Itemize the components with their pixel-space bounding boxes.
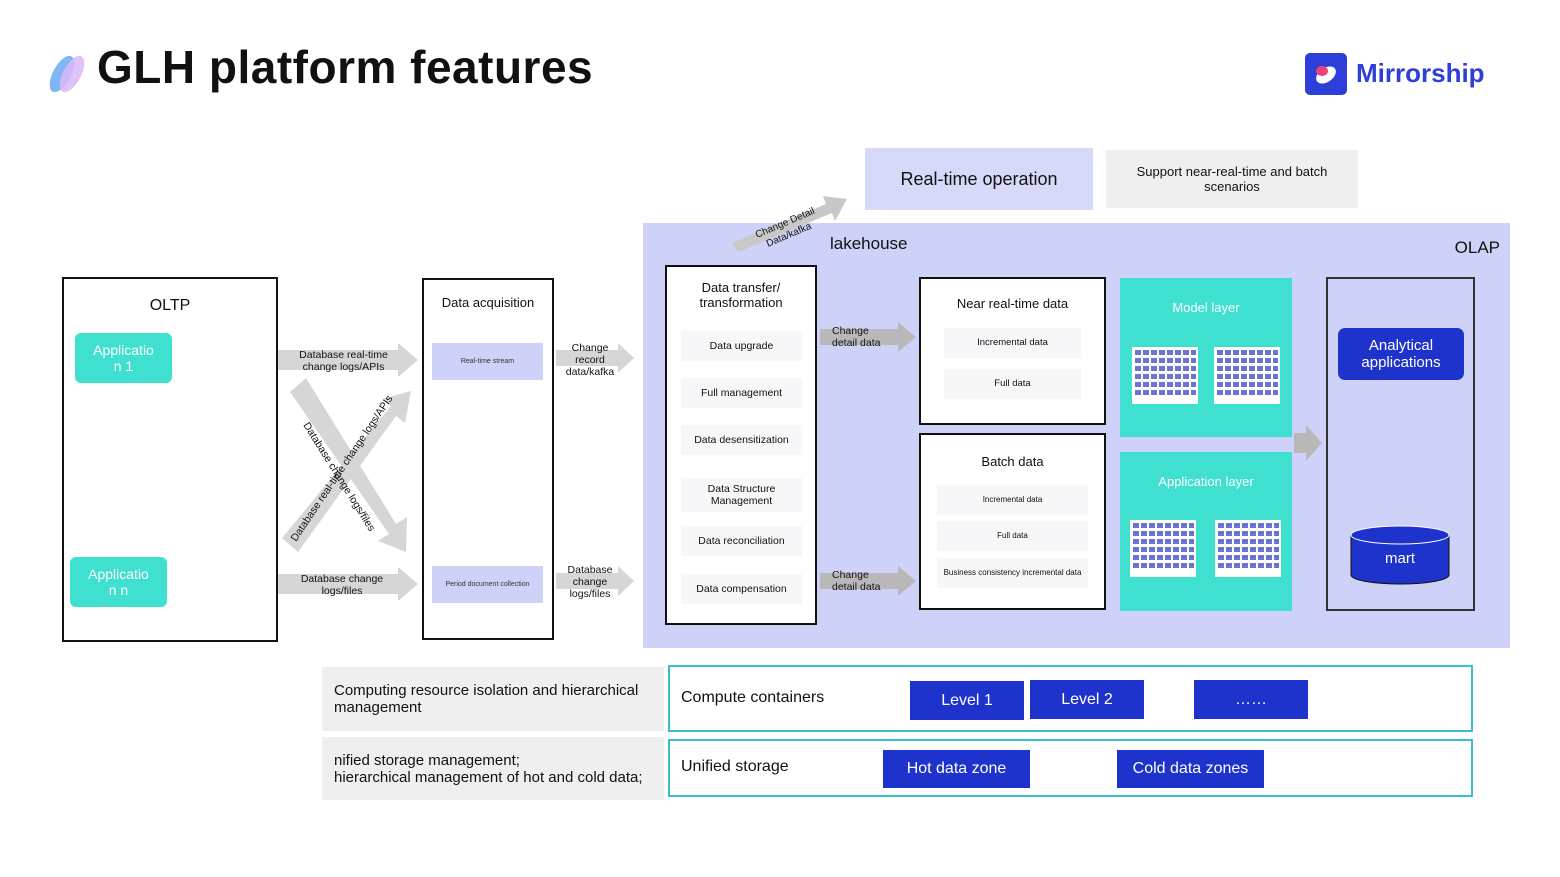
analytical-applications: Analytical applications (1338, 328, 1464, 380)
olap-title: OLAP (1454, 238, 1500, 257)
label-db-realtime: Database real-time change logs/APIs (299, 349, 388, 373)
mart-database-icon (1350, 525, 1450, 585)
level-2: Level 2 (1030, 680, 1144, 719)
application-1: Applicatio n 1 (75, 333, 172, 383)
arrow-cross-up (282, 391, 411, 552)
title-logo-icon (44, 52, 90, 96)
near-realtime-title: Near real-time data (956, 296, 1069, 311)
transfer-item: Data compensation (681, 574, 802, 604)
unified-storage-box (668, 739, 1473, 797)
data-acquisition-title: Data acquisition (441, 295, 535, 310)
level-more: …… (1194, 680, 1308, 719)
data-transfer-title: Data transfer/ transformation (699, 280, 783, 310)
period-document-collection: Period document collection (432, 566, 543, 603)
table-icon (1132, 347, 1198, 404)
label-change-detail-1: Change detail data (832, 325, 881, 349)
arrow-change-detail-kafka (732, 196, 847, 252)
transfer-item: Full management (681, 378, 802, 408)
page-title: GLH platform features (97, 41, 594, 93)
table-icon (1130, 520, 1196, 577)
arrow-change-detail-1 (820, 322, 916, 352)
table-icon (1215, 520, 1281, 577)
unified-storage-title: Unified storage (681, 758, 789, 775)
transfer-item: Data Structure Management (681, 478, 802, 512)
batch-data-title: Batch data (981, 454, 1044, 469)
model-layer-title: Model layer (1172, 300, 1240, 315)
storage-note: nified storage management; hierarchical … (322, 737, 664, 800)
label-db-change-files: Database change logs/files (300, 573, 384, 597)
label-db-change-logs: Database change logs/files (567, 564, 613, 600)
near-realtime-item: Full data (944, 369, 1081, 399)
table-icon (1214, 347, 1280, 404)
hot-data-zone: Hot data zone (883, 750, 1030, 788)
arrow-layers-olap (1294, 425, 1322, 461)
brand-name: Mirrorship (1356, 58, 1485, 88)
level-1: Level 1 (910, 681, 1024, 720)
arrow-db-change-logs (556, 566, 634, 596)
label-change-record: Change record data/kafka (565, 342, 615, 378)
transfer-item: Data upgrade (681, 331, 802, 361)
realtime-stream: Real-time stream (432, 343, 543, 380)
compute-note: Computing resource isolation and hierarc… (322, 667, 664, 731)
application-layer-title: Application layer (1158, 474, 1254, 489)
arrow-change-record (556, 343, 634, 373)
batch-item: Full data (937, 521, 1088, 551)
compute-containers-title: Compute containers (681, 689, 825, 706)
near-realtime-item: Incremental data (944, 328, 1081, 358)
brand-logo-icon (1305, 53, 1347, 95)
oltp-title: OLTP (149, 297, 191, 314)
batch-item: Business consistency incremental data (937, 558, 1088, 588)
olap-box (1326, 277, 1475, 611)
support-scenarios-note: Support near-real-time and batch scenari… (1106, 150, 1358, 208)
arrow-db-realtime (278, 343, 418, 377)
application-n: Applicatio n n (70, 557, 167, 607)
lakehouse-title: lakehouse (830, 234, 908, 253)
transfer-item: Data reconciliation (681, 526, 802, 556)
mart-label: mart (1385, 550, 1415, 567)
transfer-item: Data desensitization (681, 425, 802, 455)
cross-label-a: Database real-time change logs/APIs (289, 393, 396, 543)
label-change-detail-2: Change detail data (832, 569, 881, 593)
batch-item: Incremental data (937, 485, 1088, 515)
realtime-operation-box: Real-time operation (865, 148, 1093, 210)
arrow-db-change (278, 567, 418, 601)
arrow-change-detail-2 (820, 566, 916, 596)
cold-data-zones: Cold data zones (1117, 750, 1264, 788)
